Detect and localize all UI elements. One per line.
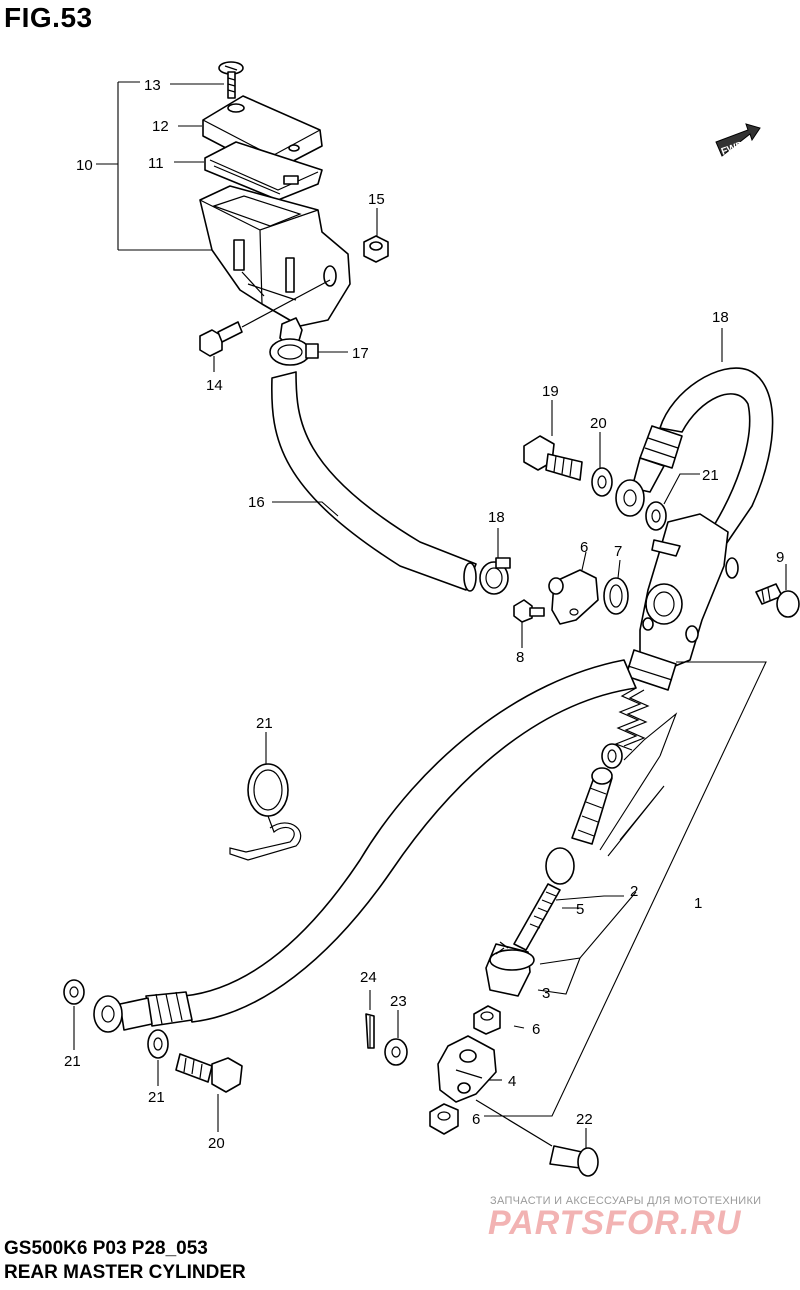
hose-clamp-lower — [479, 557, 511, 595]
callout-18-lower: 18 — [488, 509, 505, 526]
callout-22: 21 — [256, 715, 273, 732]
callout-11: 10 — [76, 157, 93, 174]
callout-19: 18 — [712, 309, 729, 326]
lock-nut-upper — [473, 1005, 501, 1035]
crush-washer-upper-a — [591, 467, 613, 497]
callout-24: 23 — [390, 993, 407, 1010]
callout-4: 4 — [508, 1073, 516, 1090]
callout-5: 5 — [576, 901, 584, 918]
callout-10: 9 — [776, 549, 784, 566]
mount-nut — [363, 235, 389, 263]
callout-23: 22 — [576, 1111, 593, 1128]
fwd-arrow: FWD — [715, 123, 761, 158]
leader-lines — [73, 81, 787, 1148]
reservoir-body — [199, 185, 351, 327]
lock-nut-lower — [429, 1103, 459, 1135]
inlet-screw — [513, 599, 545, 623]
callout-9: 8 — [516, 649, 524, 666]
crush-washer-lower-b — [147, 1029, 169, 1059]
callout-labels: 13 12 11 10 15 14 17 16 18 18 19 20 21 6… — [64, 77, 784, 1152]
washer-24 — [384, 1038, 408, 1066]
crush-washer-lower-a — [63, 979, 85, 1005]
reservoir-hose — [270, 371, 477, 592]
brake-hose-upper — [615, 367, 774, 551]
inlet-o-ring — [603, 577, 629, 615]
callout-21-a: 20 — [590, 415, 607, 432]
banjo-bolt-upper — [523, 435, 583, 481]
callout-20-lower: 20 — [208, 1135, 225, 1152]
banjo-bolt-lower — [175, 1053, 243, 1093]
piston — [571, 767, 613, 845]
callout-15: 14 — [206, 377, 223, 394]
master-cylinder-body — [625, 513, 739, 691]
crush-washer-upper-b — [645, 501, 667, 531]
watermark-logo: PARTSFOR.RU — [488, 1204, 742, 1242]
cap-screw — [218, 61, 244, 99]
mount-bolt — [199, 279, 331, 357]
reservoir-cap — [202, 95, 323, 173]
clevis — [437, 1035, 497, 1103]
hose-clamp-upper — [269, 338, 319, 366]
brake-hose-lower — [93, 659, 637, 1033]
callout-20-upper: 19 — [542, 383, 559, 400]
callout-13: 12 — [152, 118, 169, 135]
callout-7: 6 — [580, 539, 588, 556]
callout-25: 24 — [360, 969, 377, 986]
reservoir-diaphragm — [204, 141, 323, 201]
push-rod — [513, 847, 575, 951]
return-spring — [614, 687, 650, 751]
model-code: GS500K6 P03 P28_053 — [4, 1238, 208, 1259]
reservoir-assembly — [199, 61, 389, 357]
cotter-pin — [365, 1013, 375, 1049]
callout-21-c: 21 — [64, 1053, 81, 1070]
callout-16: 15 — [368, 191, 385, 208]
inlet-fitting — [548, 569, 599, 625]
callout-17: 16 — [248, 494, 265, 511]
callout-14: 13 — [144, 77, 161, 94]
callout-21-b: 21 — [702, 467, 719, 484]
callout-8: 7 — [614, 543, 622, 560]
clevis-pin — [475, 1099, 599, 1177]
figure-caption: REAR MASTER CYLINDER — [4, 1262, 246, 1283]
watermark-subtitle: ЗАПЧАСТИ И АКСЕССУАРЫ ДЛЯ МОТОТЕХНИКИ — [490, 1195, 762, 1207]
primary-cup — [601, 743, 623, 769]
callout-1: 1 — [694, 895, 702, 912]
callout-2: 2 — [630, 883, 638, 900]
push-rod-boot — [485, 941, 535, 997]
callout-21-d: 21 — [148, 1089, 165, 1106]
mount-bolt-right — [755, 583, 800, 618]
callout-18-upper: 17 — [352, 345, 369, 362]
figure-title: FIG.53 — [4, 2, 93, 33]
hose-clip — [229, 763, 302, 861]
callout-6-lower: 6 — [472, 1111, 480, 1128]
callout-3: 3 — [542, 985, 550, 1002]
callout-12: 11 — [148, 155, 164, 172]
callout-6-upper: 6 — [532, 1021, 540, 1038]
